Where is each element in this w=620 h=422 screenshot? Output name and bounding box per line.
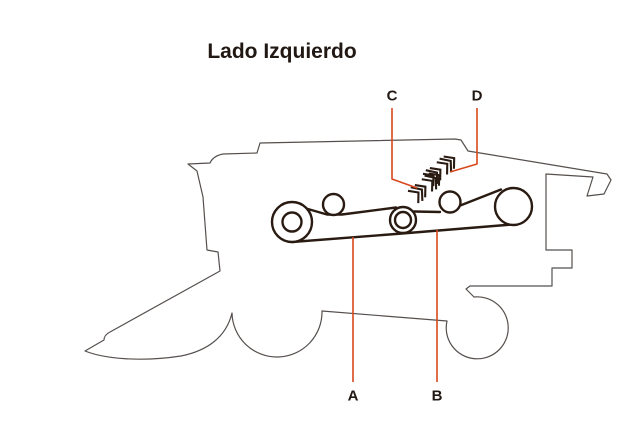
idler-pulley-right <box>438 190 462 214</box>
page-title: Lado Izquierdo <box>207 40 357 63</box>
center-pulley-hub <box>393 210 413 230</box>
left-pulley-hub <box>281 211 303 233</box>
pulley-system <box>270 186 534 244</box>
leader-line-D <box>449 108 478 173</box>
callout-label-C: C <box>386 87 398 105</box>
right-pulley <box>493 186 534 227</box>
callout-label-D: D <box>471 87 483 105</box>
idler-pulley-left <box>321 192 346 217</box>
callout-label-A: A <box>347 387 359 405</box>
tensioner-spring-left <box>407 172 441 204</box>
callout-leader-lines <box>352 108 478 382</box>
callout-label-B: B <box>431 387 443 405</box>
tensioner-spring-right <box>422 155 456 187</box>
machine-body-outline <box>84 138 612 360</box>
leader-line-C <box>391 108 418 189</box>
